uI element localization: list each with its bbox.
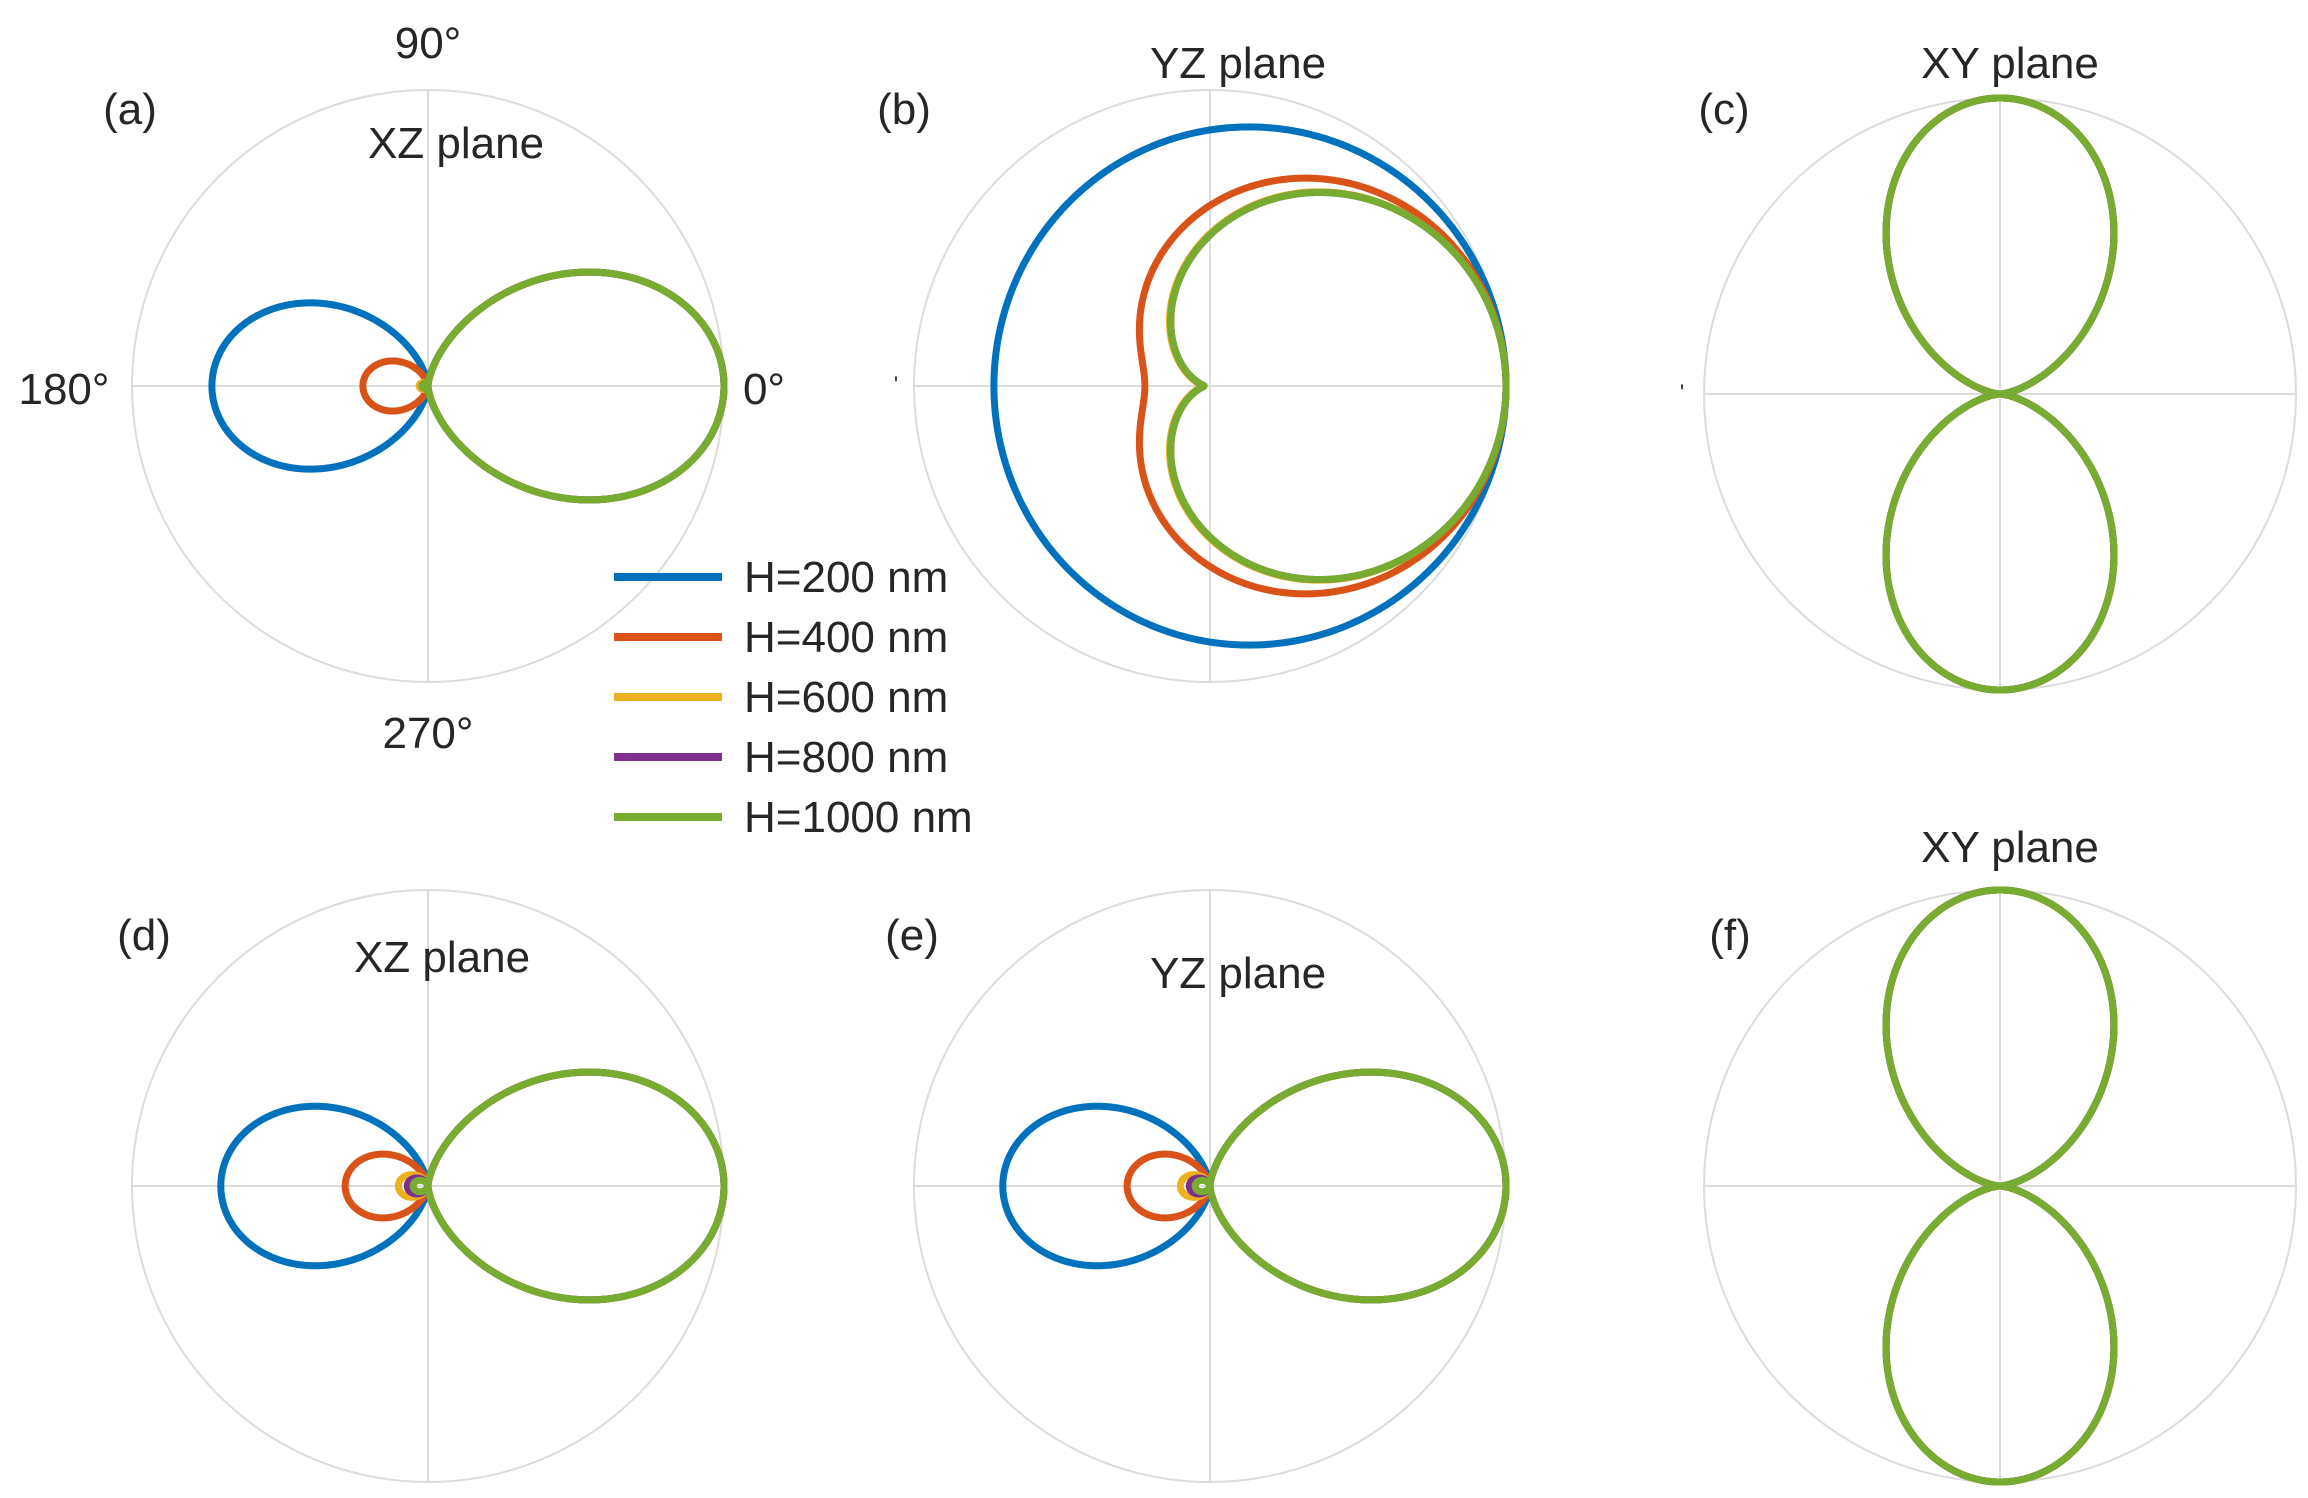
polar-panel-e: [913, 889, 1510, 1483]
series-line-b-h400: [1135, 174, 1510, 598]
legend-label-h200: H=200 nm: [744, 553, 948, 602]
legend-label-h600: H=600 nm: [744, 673, 948, 722]
angle-label-270: 270°: [382, 709, 473, 758]
polar-panel-f: [1703, 886, 2297, 1486]
series-line-f-h1000: [1882, 886, 2118, 1486]
panel-title-d: XZ plane: [354, 933, 530, 982]
panel-label-b: (b): [877, 85, 931, 134]
panel-label-d: (d): [117, 911, 171, 960]
series-line-c-h1000: [1882, 94, 2118, 694]
tick-mark-b: ': [894, 372, 898, 397]
polar-panel-c: [1703, 94, 2297, 694]
angle-label-180: 180°: [18, 365, 109, 414]
angle-label-0: 0°: [743, 365, 785, 414]
panel-label-c: (c): [1698, 85, 1749, 134]
series-line-d-h1000: [409, 1068, 728, 1304]
angle-label-90: 90°: [395, 19, 462, 68]
panel-title-e: YZ plane: [1150, 949, 1326, 998]
series-line-b-h200: [990, 123, 1510, 649]
panel-title-c: XY plane: [1921, 39, 2099, 88]
panel-title-a: XZ plane: [368, 119, 544, 168]
tick-mark-c: ': [1680, 380, 1684, 405]
legend-label-h400: H=400 nm: [744, 613, 948, 662]
series-line-b-h1000: [1167, 188, 1510, 584]
legend-label-h800: H=800 nm: [744, 733, 948, 782]
polar-panel-d: [131, 889, 728, 1483]
polar-panel-a: [131, 89, 728, 683]
series-line-a-h1000: [418, 268, 728, 504]
panel-title-f: XY plane: [1921, 823, 2099, 872]
series-line-e-h1000: [1191, 1068, 1510, 1304]
panel-title-b: YZ plane: [1150, 39, 1326, 88]
legend-label-h1000: H=1000 nm: [744, 793, 973, 842]
panel-label-e: (e): [885, 911, 939, 960]
panel-label-f: (f): [1709, 911, 1751, 960]
legend: H=200 nm H=400 nm H=600 nm H=800 nm H=10…: [614, 553, 973, 842]
panel-label-a: (a): [103, 85, 157, 134]
polar-panel-b: [913, 89, 1510, 683]
